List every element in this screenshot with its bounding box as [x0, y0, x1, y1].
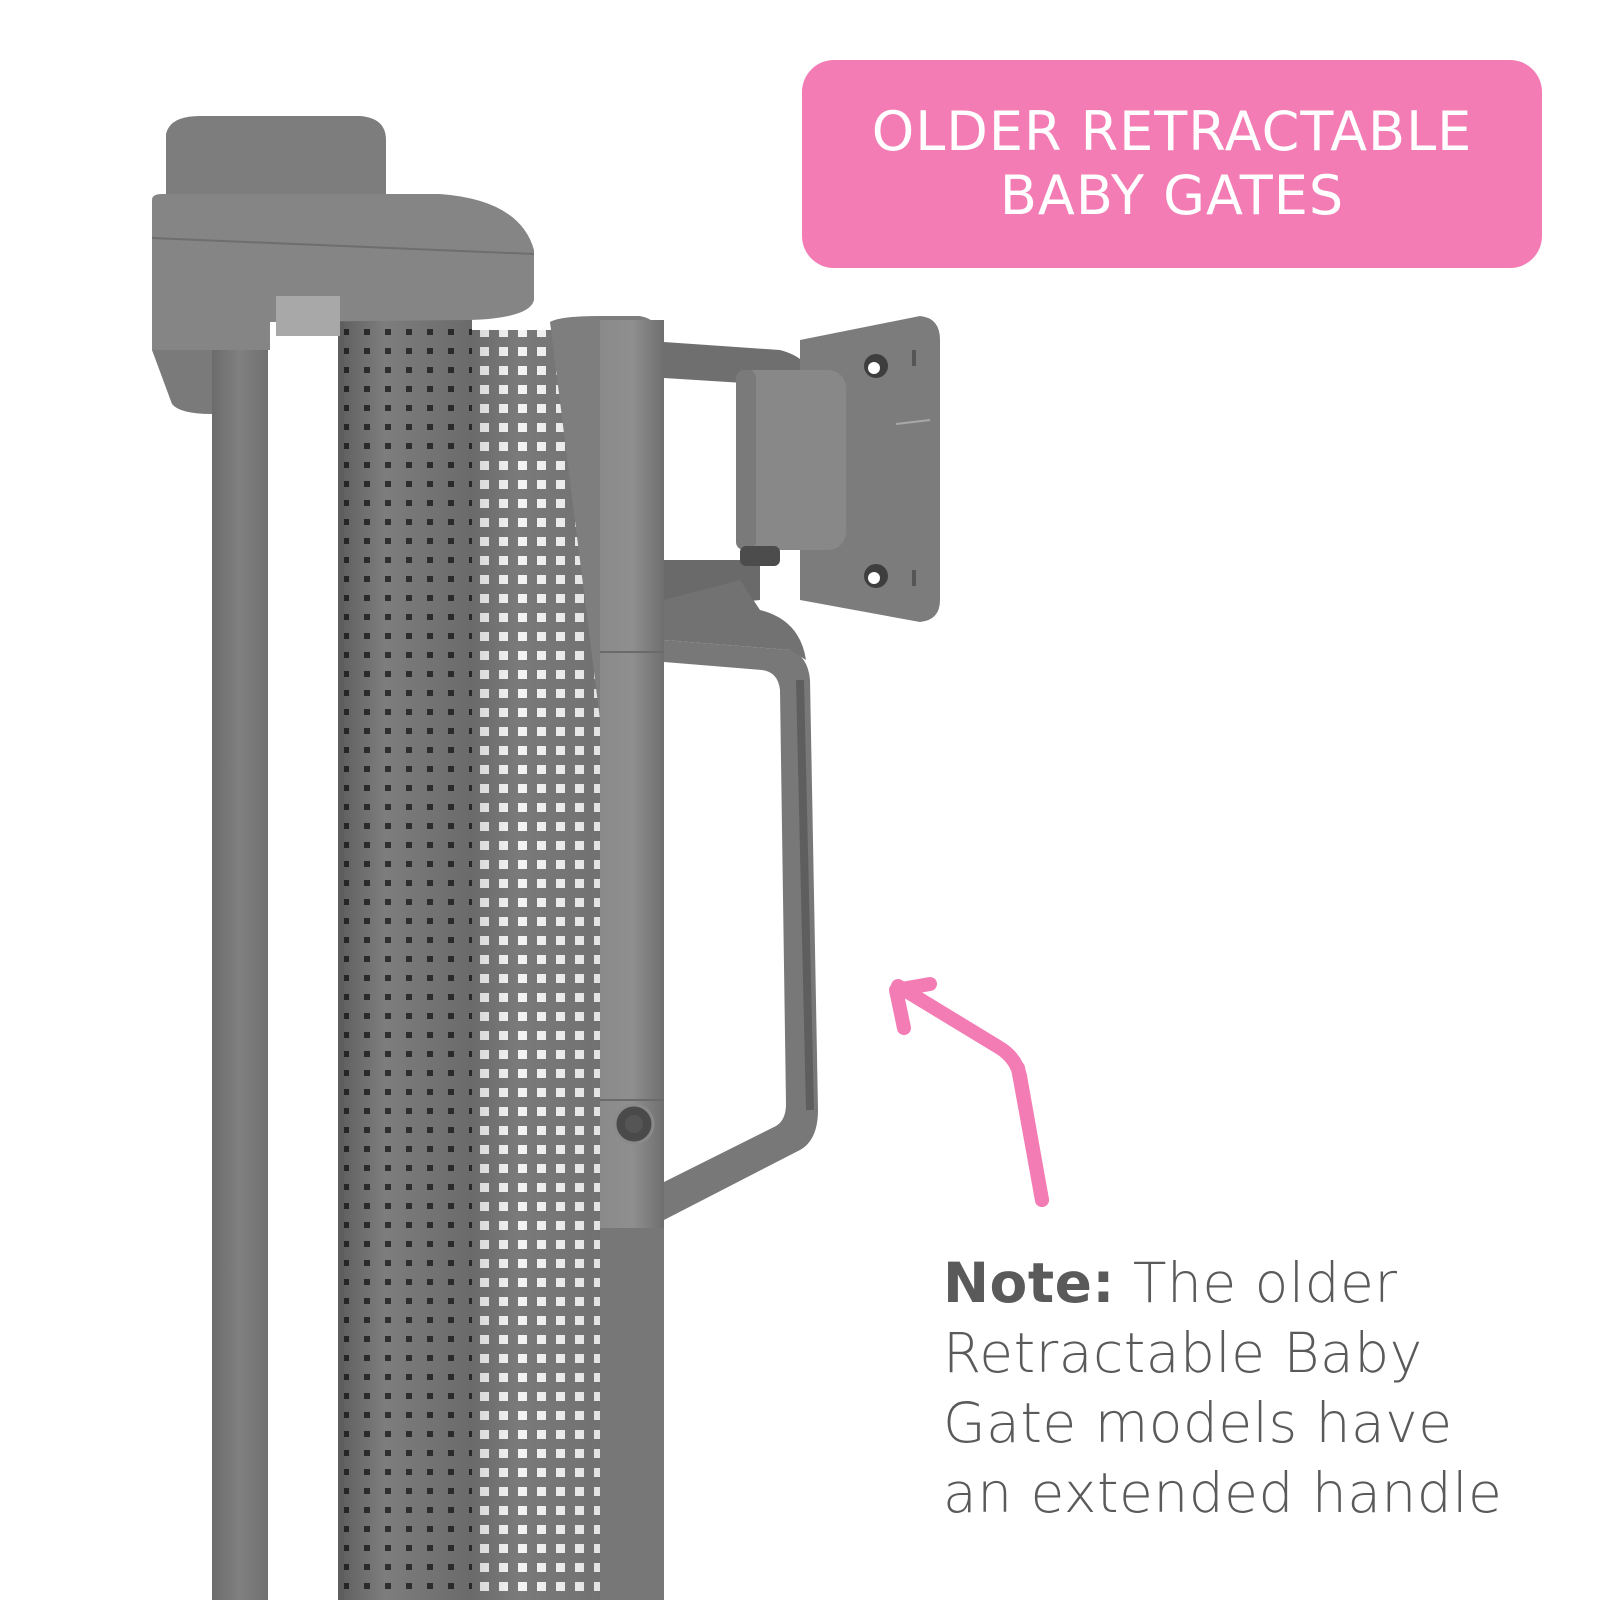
gate-post	[550, 316, 664, 1600]
note-line-1-rest: The older	[1114, 1251, 1398, 1315]
support-pole	[212, 350, 268, 1600]
note-label: Note:	[943, 1251, 1115, 1315]
callout-arrow-icon	[889, 977, 1049, 1207]
title-line-2: BABY GATES	[999, 164, 1345, 227]
note-line-3: Gate models have	[943, 1391, 1453, 1455]
mesh-panel	[472, 330, 602, 1600]
note-line-4: an extended handle	[943, 1461, 1503, 1525]
note-text: Note: The older Retractable Baby Gate mo…	[943, 1248, 1583, 1528]
note-line-1: Note: The older	[943, 1248, 1583, 1318]
extended-handle	[664, 580, 818, 1220]
note-line-2: Retractable Baby	[943, 1321, 1423, 1385]
housing-bracket	[151, 194, 535, 414]
top-cap	[166, 116, 386, 194]
title-line-1: OLDER RETRACTABLE	[871, 100, 1473, 163]
latch-block	[736, 370, 846, 566]
rolled-mesh-cylinder	[338, 316, 472, 1600]
release-button	[613, 1103, 655, 1145]
title-badge: OLDER RETRACTABLE BABY GATES	[802, 60, 1542, 268]
